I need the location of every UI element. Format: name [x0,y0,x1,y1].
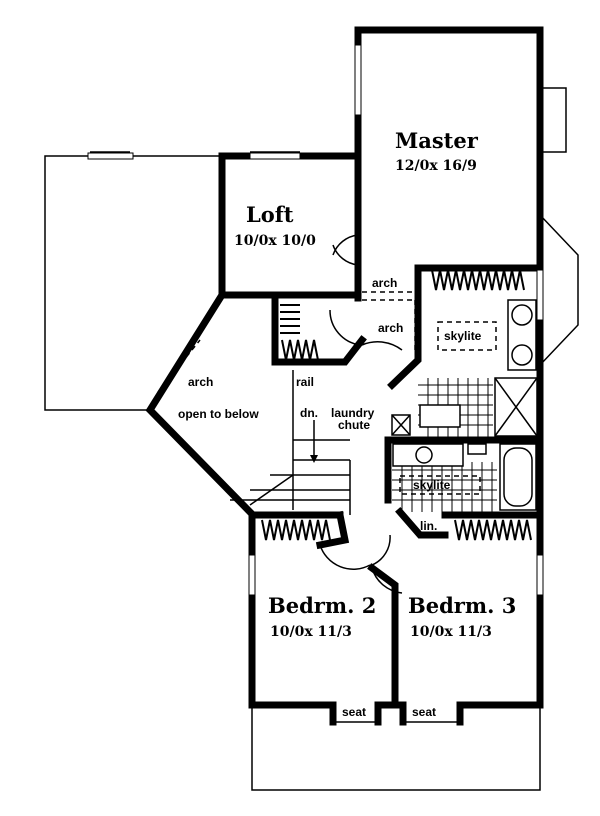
linen-closet-label: lin. [420,519,437,533]
window-seat-bedrm2-label: seat [342,705,366,719]
walls [145,26,544,726]
skylite-hall-bath-label: skylite [413,478,451,492]
arch-top-label: arch [372,276,397,290]
bottom-deck-outline [251,705,541,791]
loft-label: Loft [246,202,294,227]
loft-size: 10/0x 10/0 [234,233,316,249]
master-size: 12/0x 16/9 [395,158,477,174]
arch-left-label: arch [188,375,213,389]
bedrm2-label: Bedrm. 2 [268,593,376,618]
window-seat-bedrm3-label: seat [412,705,436,719]
master-bay-outline [539,87,579,366]
bedrm3-label: Bedrm. 3 [408,593,516,618]
chute-label: chute [338,418,370,432]
open-to-below-label: open to below [178,407,259,421]
laundry-label: laundry [331,406,375,420]
windows [87,44,544,596]
rail-label: rail [296,375,314,389]
arch-openings [157,291,418,393]
bedrm2-size: 10/0x 11/3 [270,624,352,640]
hall-bath-fixtures [392,443,537,512]
master-bath-fixtures [391,299,538,438]
arch-mid-label: arch [378,321,403,335]
stairs[interactable] [230,370,351,515]
bedrm3-size: 10/0x 11/3 [410,624,492,640]
master-label: Master [395,128,479,153]
closets [261,269,532,541]
doors [319,234,403,594]
skylite-master-bath-label: skylite [444,329,482,343]
down-label: dn. [300,406,318,420]
